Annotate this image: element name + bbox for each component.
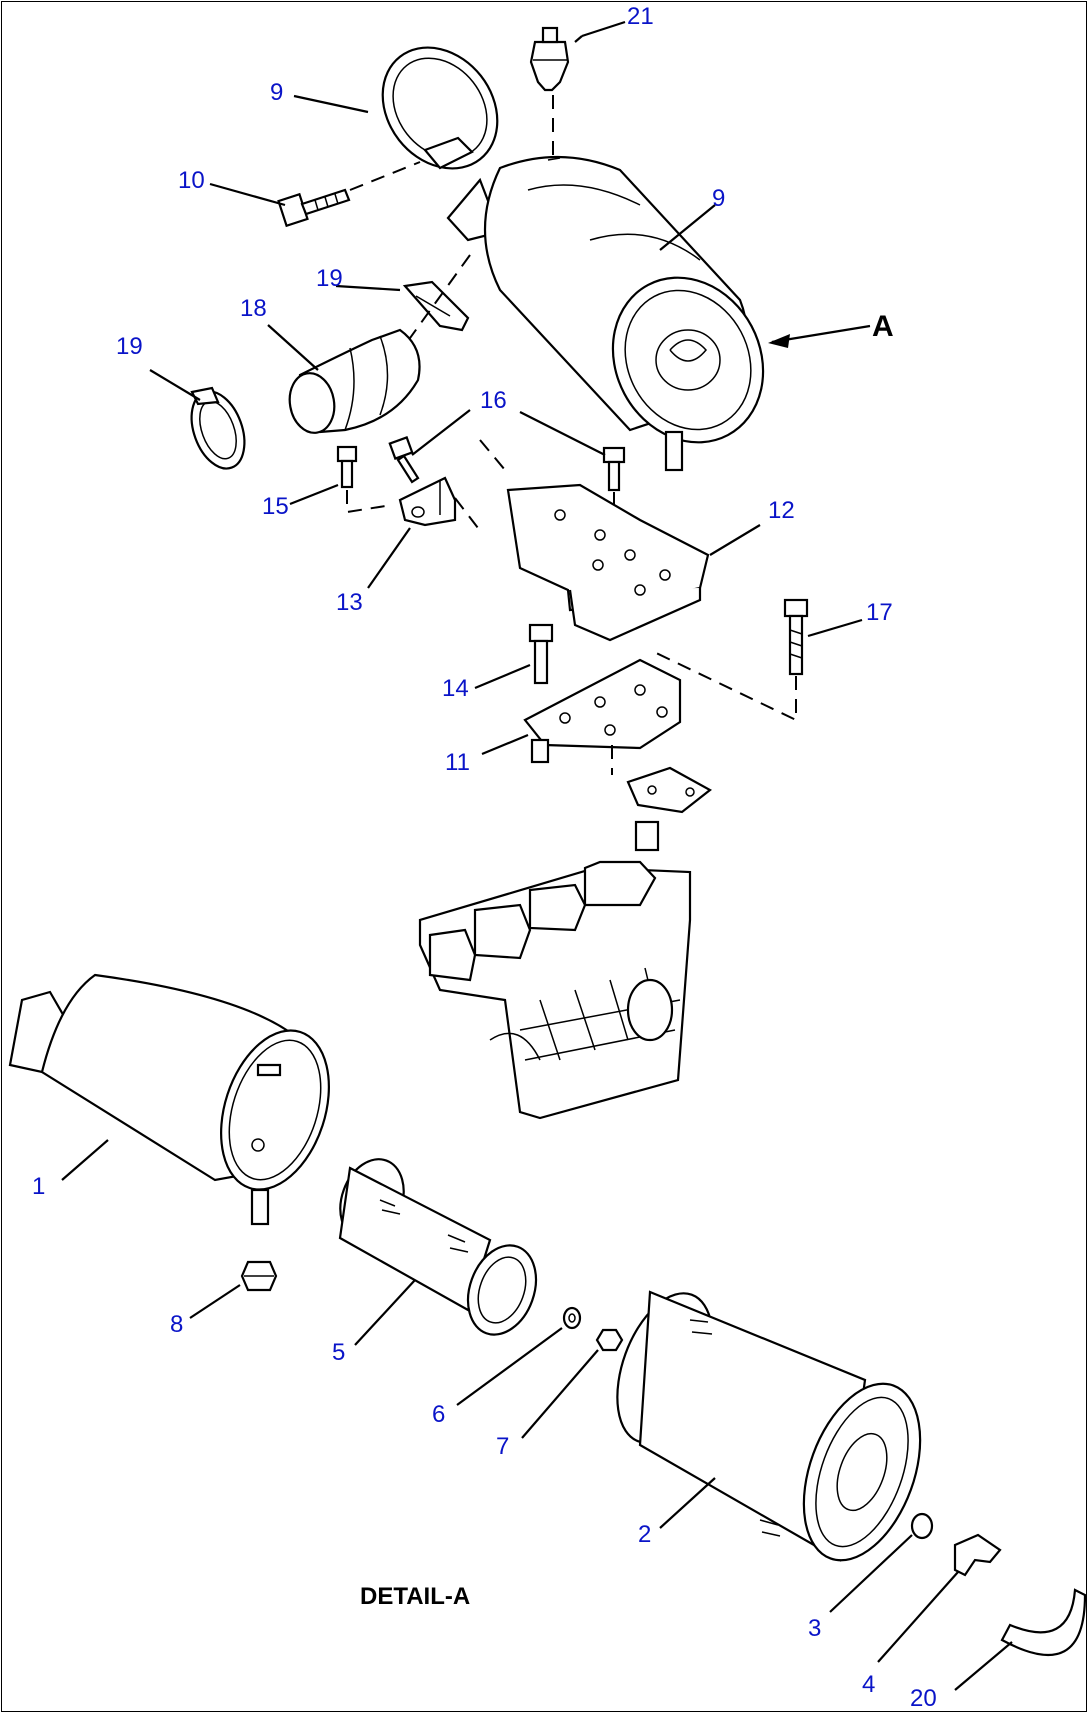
- hose-clamp-part-19-lower[interactable]: [182, 384, 254, 476]
- seal-part-21[interactable]: [1000, 1588, 1087, 1657]
- callout-2: 2: [638, 1521, 651, 1548]
- indicator-part-20[interactable]: [529, 26, 570, 160]
- callout-9-clamp: 9: [270, 79, 283, 106]
- callout-1: 1: [32, 1173, 45, 1200]
- callout-14: 14: [442, 675, 469, 702]
- engine-bracket-plate[interactable]: [626, 766, 712, 852]
- callout-21: 20: [910, 1685, 937, 1712]
- bracket-part-13[interactable]: [398, 439, 506, 529]
- callout-12: 12: [768, 497, 795, 524]
- detail-caption: DETAIL-A: [360, 1583, 470, 1610]
- detail-reference-letter: A: [872, 310, 894, 343]
- callout-19-lower: 19: [116, 333, 143, 360]
- callout-15: 15: [262, 493, 289, 520]
- callout-5: 5: [332, 1339, 345, 1366]
- callout-13: 13: [336, 589, 363, 616]
- leader-lines: [61, 20, 1013, 1691]
- callout-7: 7: [496, 1433, 509, 1460]
- callout-19-upper: 19: [316, 265, 343, 292]
- bolt-small-bracket[interactable]: [388, 435, 420, 484]
- engine-block: [418, 860, 692, 1120]
- callout-labels: 21 9 10 9 19 18 19 16 15 13 12 17 14 11 …: [32, 3, 937, 1712]
- hose-clamp-part-19-upper[interactable]: [402, 254, 471, 346]
- callout-8: 8: [170, 1311, 183, 1338]
- air-cleaner-assembly[interactable]: [446, 155, 791, 472]
- callout-10: 10: [178, 167, 205, 194]
- callout-4: 4: [862, 1671, 875, 1698]
- washer-part-6[interactable]: [562, 1306, 582, 1330]
- primary-element-part-2[interactable]: [599, 1280, 942, 1576]
- nut-part-3[interactable]: [910, 1512, 934, 1540]
- safety-element-part-5[interactable]: [329, 1150, 547, 1344]
- drain-nut-part-8[interactable]: [240, 1260, 278, 1292]
- bolt-part-17[interactable]: [649, 598, 809, 722]
- callout-17: 17: [866, 599, 893, 626]
- bolt-part-15[interactable]: [336, 445, 393, 514]
- callout-18: 18: [240, 295, 267, 322]
- bolt-part-14[interactable]: [528, 623, 554, 685]
- clamp-band-part-9[interactable]: [359, 25, 521, 191]
- mounting-plate-part-11[interactable]: [523, 658, 682, 775]
- callout-9-body: 9: [712, 185, 725, 212]
- callout-3: 3: [808, 1615, 821, 1642]
- callout-20: 21: [627, 3, 654, 30]
- mounting-bracket-part-12[interactable]: [506, 483, 710, 642]
- wing-nut-part-7[interactable]: [595, 1328, 624, 1352]
- callout-16: 16: [480, 387, 507, 414]
- bolt-part-10[interactable]: [277, 161, 421, 228]
- cleaner-housing-part-1[interactable]: [8, 973, 348, 1226]
- wing-bolt-part-4[interactable]: [953, 1533, 1002, 1577]
- callout-11: 11: [445, 749, 470, 776]
- callout-6: 6: [432, 1401, 445, 1428]
- intake-hose-part-18[interactable]: [285, 328, 421, 436]
